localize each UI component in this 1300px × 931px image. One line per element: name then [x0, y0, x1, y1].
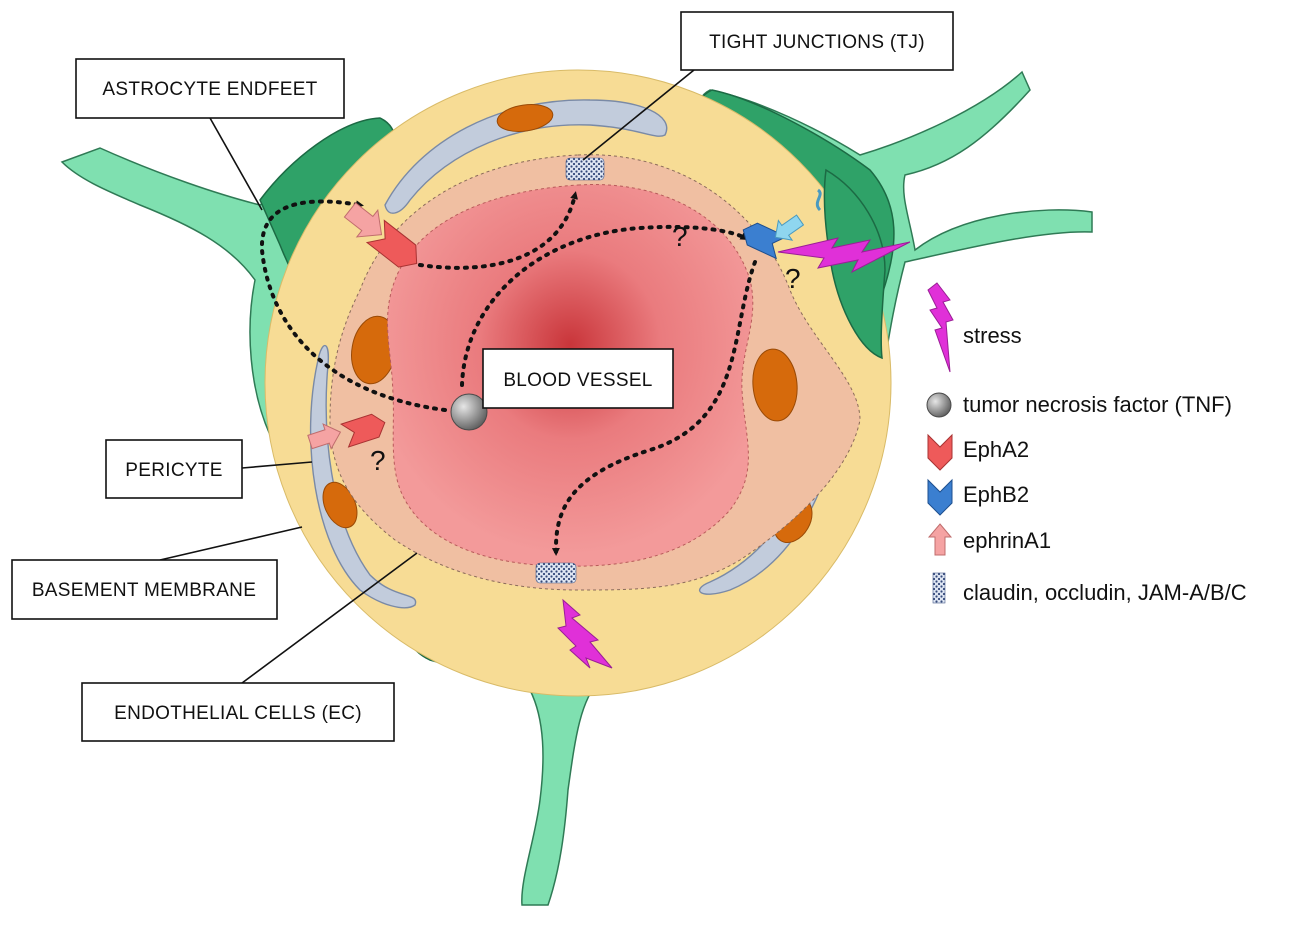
tnf-molecule — [450, 393, 488, 431]
leader-endothelial — [237, 552, 418, 687]
pericyte-nucleus-top — [496, 104, 554, 132]
epha2-receptor-top — [365, 219, 418, 268]
ephrina1-arrow-left — [307, 423, 342, 451]
epha2-receptor-left — [340, 413, 386, 448]
tnf-icon — [926, 392, 952, 418]
stress-bolt-right — [777, 237, 911, 274]
ephb2-icon — [927, 478, 953, 516]
question-mark-top: ? — [672, 221, 688, 252]
question-mark-left: ? — [370, 445, 386, 476]
svg-text:ENDOTHELIAL CELLS (EC): ENDOTHELIAL CELLS (EC) — [114, 703, 362, 724]
svg-text:tumor necrosis factor (TNF): tumor necrosis factor (TNF) — [963, 392, 1232, 417]
epha2-icon — [927, 433, 953, 471]
label-astrocyte-endfeet: ASTROCYTE ENDFEET — [75, 58, 345, 119]
label-blood-vessel: BLOOD VESSEL — [482, 348, 674, 409]
ephrina1-icon — [927, 523, 953, 556]
legend: stress tumor necrosis factor (TNF) EphA2… — [926, 282, 1247, 605]
astrocyte-endfoot-right-overlap — [823, 168, 886, 360]
legend-item-stress: stress — [927, 282, 1022, 373]
svg-text:TIGHT JUNCTIONS (TJ): TIGHT JUNCTIONS (TJ) — [709, 32, 925, 53]
tj-proteins-icon — [932, 572, 946, 604]
tight-junction-bottom — [535, 562, 577, 584]
ephrina1-arrow-top — [343, 202, 383, 238]
signal-arrow-tnf-to-ephb2 — [460, 224, 749, 387]
svg-text:claudin, occludin, JAM-A/B/C: claudin, occludin, JAM-A/B/C — [963, 580, 1247, 605]
pericyte-nucleus-left — [322, 481, 358, 529]
legend-item-ephb2: EphB2 — [927, 478, 1029, 516]
ligand-squiggle — [815, 188, 822, 212]
svg-text:BASEMENT MEMBRANE: BASEMENT MEMBRANE — [32, 580, 256, 601]
stress-icon — [927, 282, 954, 373]
tight-junction-top — [565, 157, 605, 181]
legend-item-ephrina1: ephrinA1 — [927, 523, 1051, 556]
ephb2-receptor — [742, 222, 788, 260]
leader-tight-junctions — [582, 69, 695, 161]
endothelial-nucleus-right — [752, 348, 798, 422]
legend-item-tj-proteins: claudin, occludin, JAM-A/B/C — [932, 572, 1247, 605]
label-pericyte: PERICYTE — [105, 439, 243, 499]
legend-item-epha2: EphA2 — [927, 433, 1029, 471]
label-endothelial-cells: ENDOTHELIAL CELLS (EC) — [81, 682, 395, 742]
stress-bolt-bottom — [557, 598, 613, 669]
svg-text:ASTROCYTE ENDFEET: ASTROCYTE ENDFEET — [102, 79, 317, 100]
question-mark-right: ? — [785, 263, 801, 294]
signal-arrow-tnf-to-astrocyte — [259, 199, 447, 412]
label-basement-membrane: BASEMENT MEMBRANE — [11, 559, 278, 620]
label-tight-junctions: TIGHT JUNCTIONS (TJ) — [680, 11, 954, 71]
ligand-arrow-right — [774, 214, 805, 241]
signal-arrow-epha2-to-tj — [418, 191, 578, 270]
svg-text:EphA2: EphA2 — [963, 437, 1029, 462]
leader-pericyte — [241, 461, 313, 469]
svg-text:stress: stress — [963, 323, 1022, 348]
legend-item-tnf: tumor necrosis factor (TNF) — [926, 392, 1232, 418]
leader-astrocyte — [209, 117, 263, 211]
svg-text:BLOOD VESSEL: BLOOD VESSEL — [503, 370, 652, 391]
leader-basement-membrane — [159, 526, 303, 561]
svg-text:PERICYTE: PERICYTE — [125, 460, 222, 481]
svg-text:ephrinA1: ephrinA1 — [963, 528, 1051, 553]
signal-arrow-ephb2-to-tj — [551, 260, 757, 556]
svg-text:EphB2: EphB2 — [963, 482, 1029, 507]
